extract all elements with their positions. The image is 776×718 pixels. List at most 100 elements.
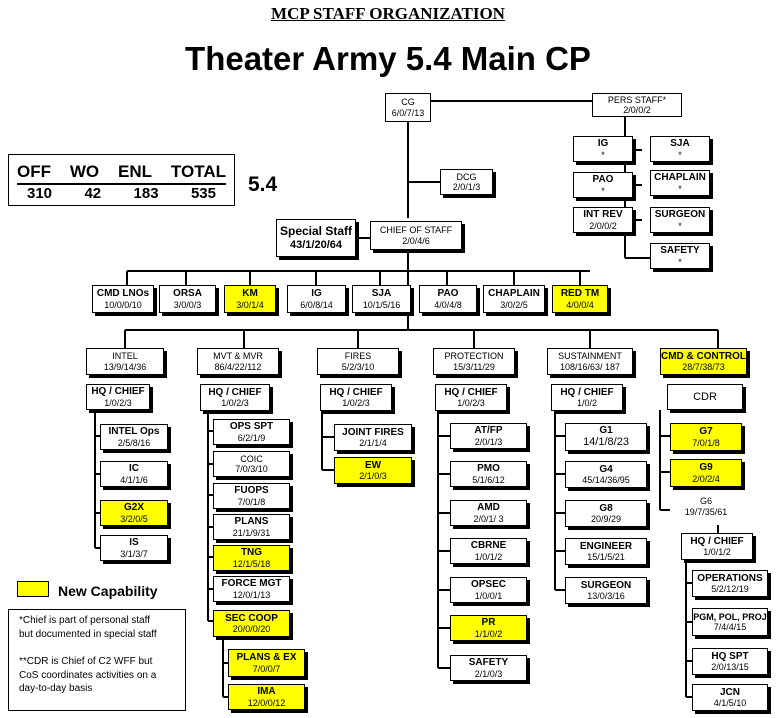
special-km-box: KM 3/0/1/4 [224,285,276,313]
intel-head-box: INTEL 13/9/14/36 [86,348,164,375]
pers-surgeon-numbers: * [678,220,682,231]
special-ig-numbers: 6/0/8/14 [300,299,333,310]
mvt-hq-box: HQ / CHIEF 1/0/2/3 [200,384,270,411]
cmd-pgm-pol-proj-box: PGM, POL, PROJ 7/4/4/15 [692,608,768,636]
fires-ew-numbers: 2/1/0/3 [359,471,387,482]
fires-joint-fires-name: JOINT FIRES [342,426,404,438]
cmd-g7-numbers: 7/0/1/8 [692,437,720,448]
protection-safety-numbers: 2/1/0/3 [474,668,503,679]
special-red-tm-name: RED TM [560,288,600,300]
pers-int-rev-numbers: 2/0/0/2 [589,220,617,231]
new-capability-swatch [17,581,49,597]
sustainment-head-numbers: 108/16/63/ 187 [559,361,621,372]
mvt-head-box: MVT & MVR 86/4/22/112 [197,348,279,375]
protection-head-box: PROTECTION 15/3/11/29 [433,348,515,375]
pers-safety-numbers: * [678,256,682,267]
protection-hq-box: HQ / CHIEF 1/0/2/3 [435,384,507,411]
mvt-force-mgt-name: FORCE MGT [221,578,282,590]
totals-value-enl: 183 [133,185,159,202]
cmd-hq-spt-box: HQ SPT 2/0/13/15 [692,648,768,675]
special-staff-name: Special Staff [279,223,353,238]
mvt-ops-spt-box: OPS SPT 6/2/1/9 [213,419,290,445]
mvt-fuops-name: FUOPS [234,485,269,497]
mvt-fuops-numbers: 7/0/1/8 [237,496,266,507]
pers-chaplain-numbers: * [678,183,682,194]
fires-ew-name: EW [364,459,382,471]
cmd-cdr-box: CDR [667,384,743,410]
sustainment-surgeon-box: SURGEON 13/0/3/16 [565,577,647,604]
special-chaplain-name: CHAPLAIN [488,288,540,300]
protection-amd-box: AMD 2/0/1/ 3 [450,500,527,526]
sustainment-hq-box: HQ / CHIEF 1/0/2 [551,384,623,411]
special-red-tm-box: RED TM 4/0/0/4 [552,285,608,313]
mvt-ima-name: IMA [257,686,276,698]
sustainment-head-name: SUSTAINMENT [558,351,622,362]
totals-label-wo: WO [69,162,100,181]
sustainment-g4-name: G4 [599,463,613,475]
totals-label-total: TOTAL [170,162,226,181]
note-2-line-1: **CDR is Chief of C2 WFF but [19,656,153,667]
fires-joint-fires-numbers: 2/1/1/4 [359,438,387,449]
intel-ops-numbers: 2/5/8/16 [117,437,151,448]
protection-amd-name: AMD [477,502,500,514]
special-ig-box: IG 6/0/8/14 [287,285,346,313]
cos-numbers: 2/0/4/6 [402,235,430,246]
special-cmd-lnos-name: CMD LNOs [96,288,150,300]
cmd-jcn-box: JCN 4/1/5/10 [692,684,768,711]
sustainment-engineer-numbers: 15/1/5/21 [587,552,625,563]
note-1-line-1: *Chief is part of personal staff [19,615,150,626]
mvt-plans-name: PLANS [234,516,269,528]
intel-head-numbers: 13/9/14/36 [103,361,147,372]
note-2-line-2: CoS coordinates activities on a [19,669,157,681]
cmd-g6-name: G6 [699,496,712,506]
protection-opsec-box: OPSEC 1/0/0/1 [450,577,527,603]
sustainment-hq-name: HQ / CHIEF [560,386,614,398]
mvt-ops-spt-name: OPS SPT [229,421,274,433]
mvt-force-mgt-box: FORCE MGT 12/0/1/13 [213,576,290,602]
mvt-tng-numbers: 12/1/5/18 [232,558,271,569]
protection-pr-name: PR [481,617,496,629]
mvt-hq-name: HQ / CHIEF [208,386,262,398]
protection-cbrne-numbers: 1/0/1/2 [474,551,503,562]
protection-opsec-numbers: 1/0/0/1 [474,590,503,601]
sustainment-g4-box: G4 45/14/36/95 [565,461,647,488]
sustainment-g8-name: G8 [599,502,613,514]
mvt-ops-spt-numbers: 6/2/1/9 [237,432,266,443]
protection-atfp-box: AT/FP 2/0/1/3 [450,423,527,449]
sustainment-g1-box: G1 14/1/8/23 [565,423,647,451]
dcg-name: DCG [456,171,477,182]
intel-g2x-numbers: 3/2/0/5 [120,513,148,524]
pers-staff-name: PERS STAFF* [607,94,667,105]
cos-name: CHIEF OF STAFF [379,225,453,236]
protection-head-name: PROTECTION [444,351,504,362]
protection-pmo-name: PMO [477,463,500,475]
intel-ops-box: INTEL Ops 2/5/8/16 [100,424,168,450]
intel-is-numbers: 3/1/3/7 [120,548,148,559]
totals-label-enl: ENL [118,162,153,181]
protection-pr-numbers: 1/1/0/2 [474,628,503,639]
pers-chaplain-box: CHAPLAIN * [650,170,710,196]
totals-value-off: 310 [27,185,53,202]
pers-sja-name: SJA [670,138,690,150]
mvt-ima-box: IMA 12/0/0/12 [228,684,305,710]
cmd-pgm-pol-proj-numbers: 7/4/4/15 [713,622,747,632]
pers-surgeon-box: SURGEON * [650,207,710,233]
fires-head-name: FIRES [344,351,372,362]
totals-value-wo: 42 [84,185,102,202]
protection-cbrne-name: CBRNE [470,540,507,552]
protection-hq-numbers: 1/0/2/3 [457,398,485,409]
pers-sja-box: SJA * [650,136,710,162]
totals-label-off: OFF [17,162,51,181]
cmd-g7-name: G7 [699,426,713,438]
special-cmd-lnos-box: CMD LNOs 10/0/0/10 [92,285,154,313]
protection-atfp-numbers: 2/0/1/3 [474,436,503,447]
cmd-control-head-name: CMD & CONTROL [661,350,746,362]
cmd-g9-name: G9 [699,462,713,474]
sustainment-g1-name: G1 [599,424,613,436]
protection-safety-box: SAFETY 2/1/0/3 [450,655,527,681]
intel-head-name: INTEL [112,351,138,362]
mvt-tng-box: TNG 12/1/5/18 [213,545,290,571]
cg-name: CG [401,97,415,108]
pers-int-rev-name: INT REV [583,209,623,221]
intel-g2x-box: G2X 3/2/0/5 [100,500,168,526]
